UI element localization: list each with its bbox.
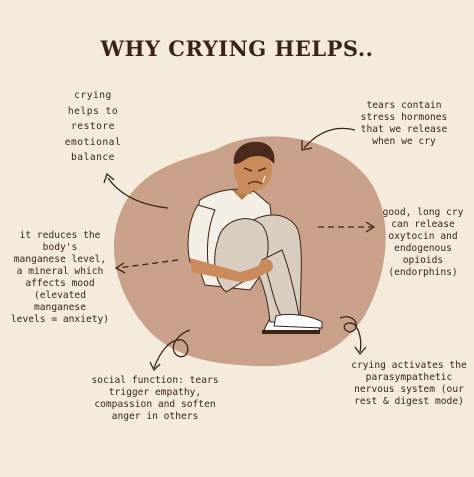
- note-stress-hormones: tears contain stress hormones that we re…: [360, 100, 448, 147]
- arrow-manganese: [117, 259, 179, 269]
- arrow-rest: [339, 316, 362, 353]
- page-title: WHY CRYING HELPS..: [100, 36, 374, 61]
- note-long-cry: good, long cry can release oxytocin and …: [382, 207, 464, 278]
- note-emotional-balance: crying helps to restore emotional balanc…: [64, 90, 122, 163]
- crying-person: [187, 141, 323, 334]
- note-social-function: social function: tears trigger empathy, …: [91, 375, 219, 422]
- annotation-arrows: [103, 127, 376, 372]
- arrow-stress: [303, 127, 356, 149]
- note-rest-digest: crying activates the parasympathetic ner…: [351, 360, 467, 407]
- arrow-social: [153, 329, 191, 369]
- arrow-balance: [107, 177, 169, 209]
- note-manganese: it reduces the body's manganese level, a…: [10, 230, 110, 325]
